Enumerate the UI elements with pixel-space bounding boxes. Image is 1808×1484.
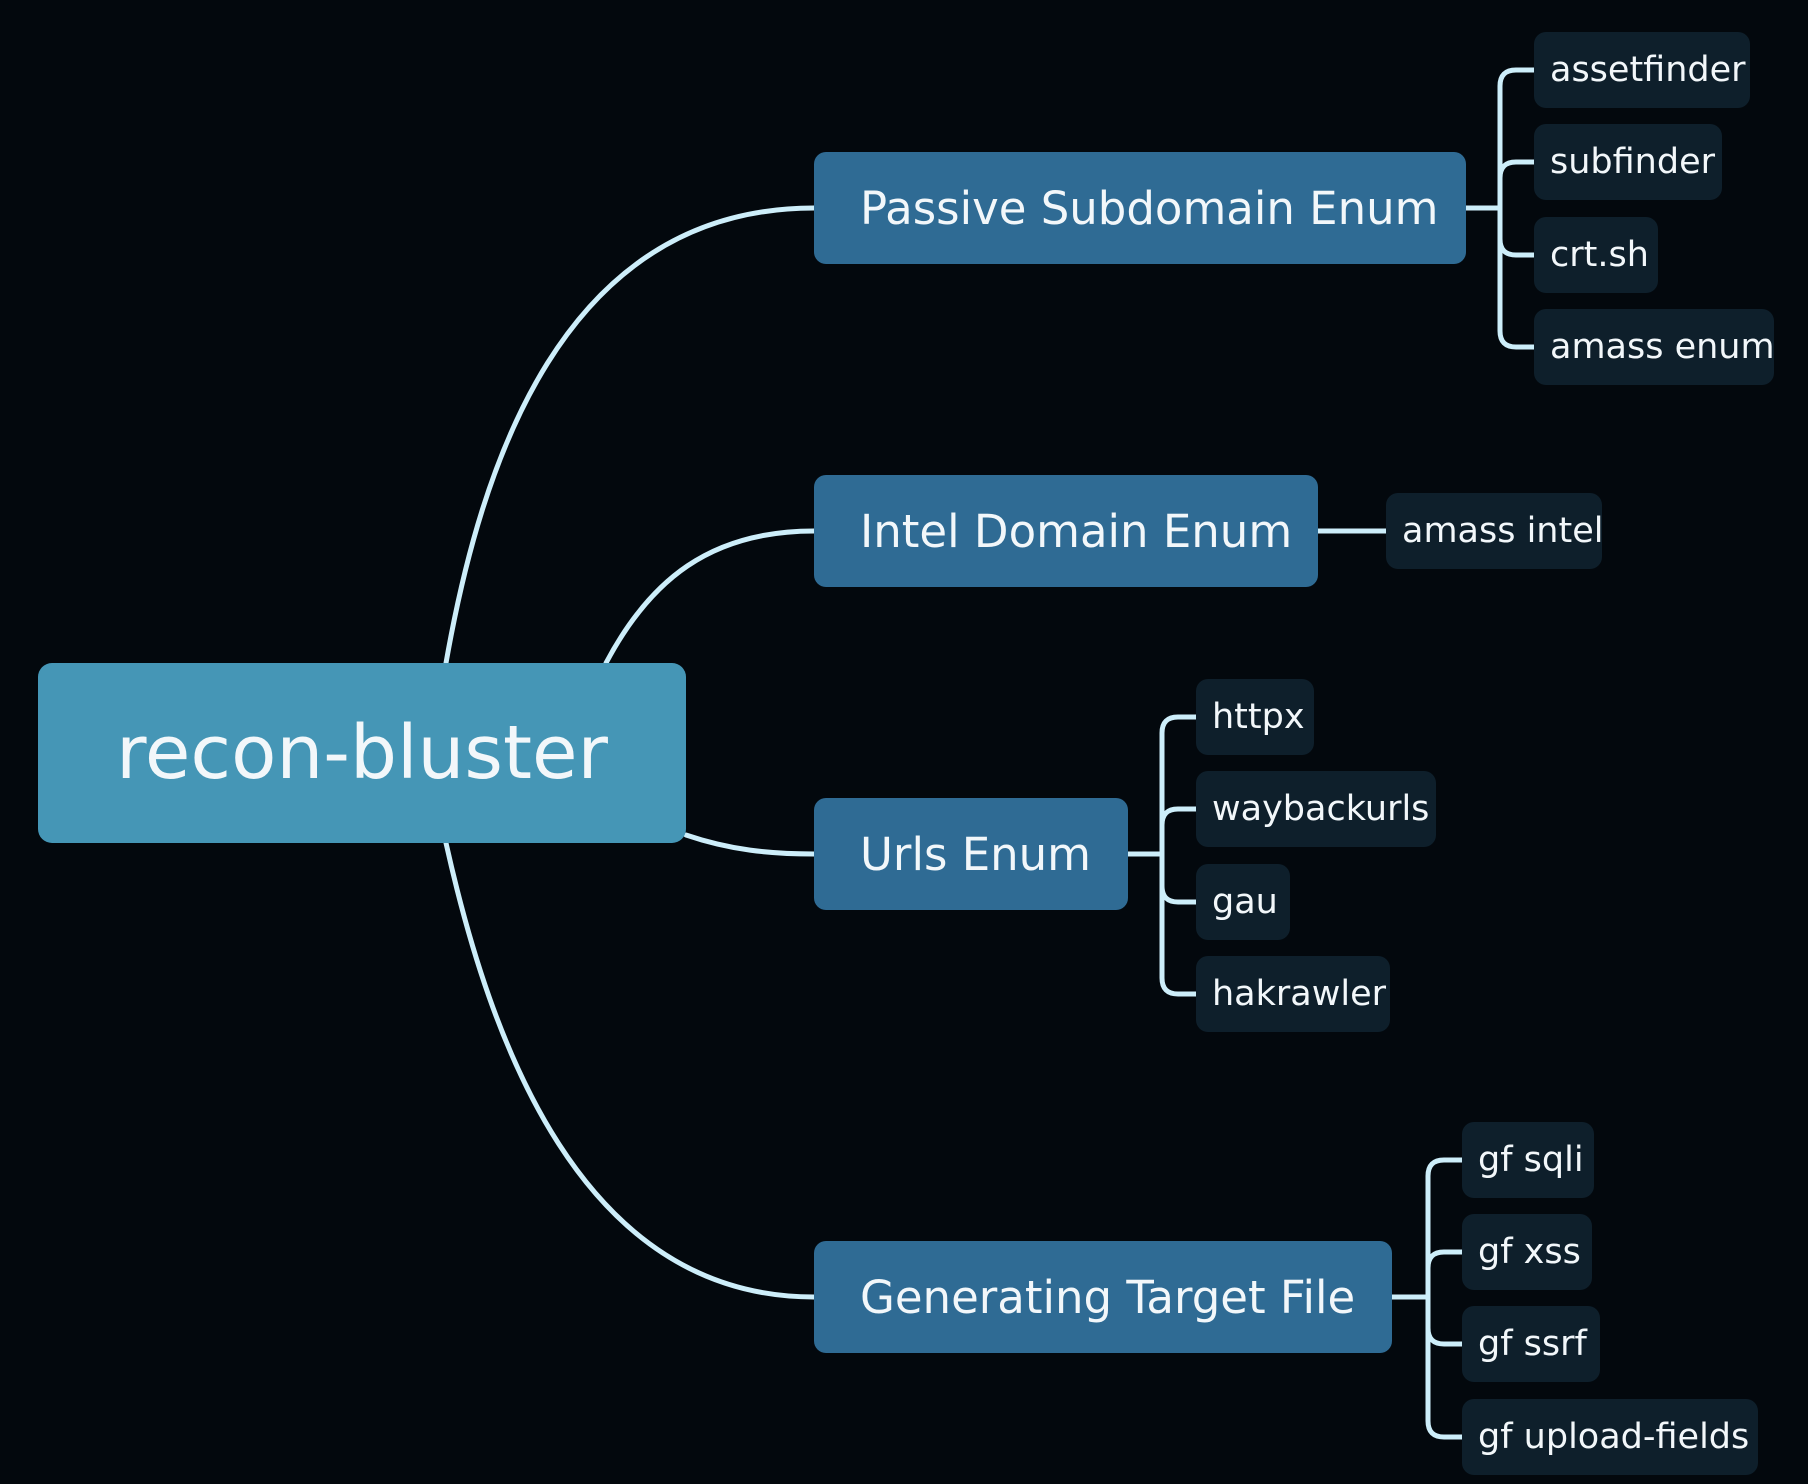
connector-passive-leaf-4: [1497, 205, 1537, 350]
branch-generating-target-file[interactable]: Generating Target File: [814, 1241, 1392, 1353]
leaf-gf-xss[interactable]: gf xss: [1462, 1214, 1592, 1290]
leaf-label: gau: [1212, 882, 1278, 922]
branch-label: Generating Target File: [860, 1270, 1356, 1324]
leaf-httpx[interactable]: httpx: [1196, 679, 1314, 755]
leaf-crt-sh[interactable]: crt.sh: [1534, 217, 1658, 293]
connector-passive-leaf-3: [1497, 205, 1537, 258]
connector-urls-leaf-1: [1159, 714, 1199, 857]
connector-root-urls: [683, 832, 817, 857]
branch-label: Intel Domain Enum: [860, 504, 1293, 558]
leaf-label: httpx: [1212, 697, 1305, 737]
leaf-label: amass intel: [1402, 511, 1604, 551]
branch-label: Passive Subdomain Enum: [860, 181, 1439, 235]
branch-intel-domain-enum[interactable]: Intel Domain Enum: [814, 475, 1318, 587]
leaf-amass-intel[interactable]: amass intel: [1386, 493, 1604, 569]
leaf-gf-ssrf[interactable]: gf ssrf: [1462, 1306, 1600, 1382]
connector-passive-leaf-1: [1497, 67, 1537, 211]
leaf-amass-enum[interactable]: amass enum: [1534, 309, 1775, 385]
leaf-label: assetfinder: [1550, 50, 1746, 90]
leaf-hakrawler[interactable]: hakrawler: [1196, 956, 1390, 1032]
connector-urls-leaf-4: [1159, 851, 1199, 997]
root-node[interactable]: recon-bluster: [38, 663, 686, 843]
connector-target-leaf-3: [1425, 1294, 1465, 1347]
leaf-label: crt.sh: [1550, 235, 1649, 275]
connector-urls-leaf-3: [1159, 851, 1199, 905]
branch-urls-enum[interactable]: Urls Enum: [814, 798, 1128, 910]
root-node-label: recon-bluster: [116, 710, 608, 796]
leaf-label: gf upload-fields: [1478, 1417, 1750, 1457]
leaf-gf-upload-fields[interactable]: gf upload-fields: [1462, 1399, 1758, 1475]
connector-root-passive: [443, 205, 817, 666]
connector-urls-leaf-2: [1159, 806, 1199, 857]
connector-target-leaf-2: [1425, 1249, 1465, 1300]
connector-target-leaf-1: [1425, 1157, 1465, 1300]
leaf-subfinder[interactable]: subfinder: [1534, 124, 1722, 200]
leaf-assetfinder[interactable]: assetfinder: [1534, 32, 1750, 108]
leaf-label: amass enum: [1550, 327, 1775, 367]
branch-label: Urls Enum: [860, 827, 1091, 881]
leaf-gau[interactable]: gau: [1196, 864, 1290, 940]
leaf-label: gf ssrf: [1478, 1324, 1587, 1364]
connector-passive-leaf-2: [1497, 159, 1537, 211]
leaf-gf-sqli[interactable]: gf sqli: [1462, 1122, 1594, 1198]
connector-target-leaf-4: [1425, 1294, 1465, 1440]
connector-root-intel: [603, 528, 817, 666]
leaf-label: gf xss: [1478, 1232, 1581, 1272]
connector-root-target: [443, 840, 817, 1300]
leaf-label: subfinder: [1550, 142, 1716, 182]
leaf-label: gf sqli: [1478, 1140, 1584, 1180]
leaf-label: waybackurls: [1212, 789, 1430, 829]
leaf-waybackurls[interactable]: waybackurls: [1196, 771, 1436, 847]
branch-passive-subdomain-enum[interactable]: Passive Subdomain Enum: [814, 152, 1466, 264]
leaf-label: hakrawler: [1212, 974, 1387, 1014]
